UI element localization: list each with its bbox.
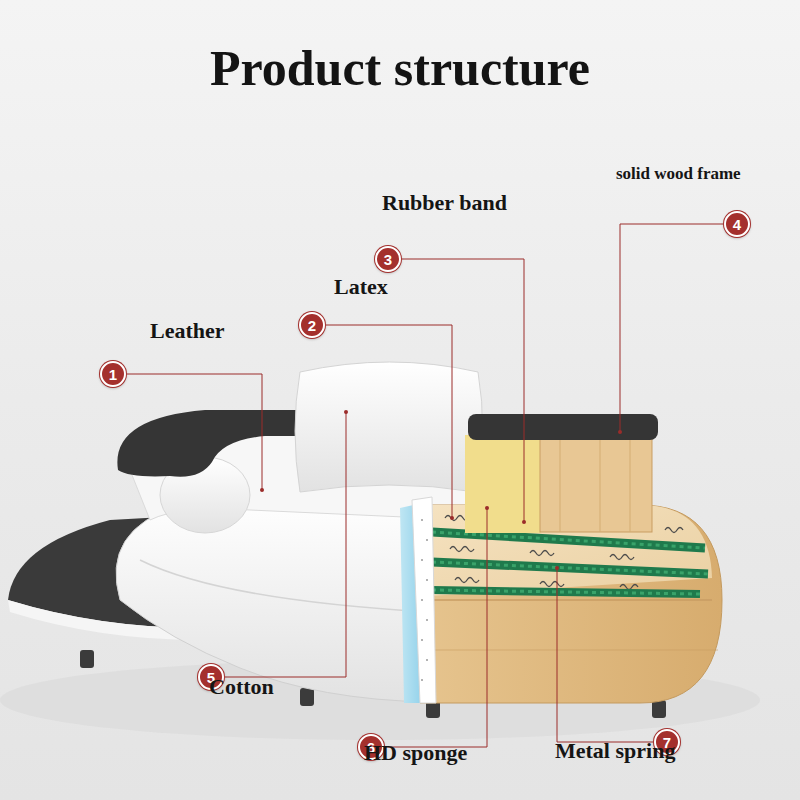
latex-layer xyxy=(412,497,436,703)
callout-circle: 7Metal spring xyxy=(654,729,680,755)
title: Product structure xyxy=(0,38,800,98)
callout-number: 2 xyxy=(308,318,316,333)
callout-circle: 2Latex xyxy=(299,312,325,338)
callout-number: 3 xyxy=(384,252,392,267)
callout-circle: 4solid wood frame xyxy=(724,211,750,237)
part-name: Metal spring xyxy=(555,738,675,764)
wood-frame-section xyxy=(420,505,722,703)
latex-holes xyxy=(421,519,428,681)
part-name: Leather xyxy=(150,318,225,344)
part-name: Cotton xyxy=(209,674,274,700)
pillow xyxy=(295,362,483,492)
back-top xyxy=(468,414,658,440)
leader-lines xyxy=(127,224,723,747)
frame-line xyxy=(430,599,712,601)
seat-seam xyxy=(140,560,430,612)
leader-dots xyxy=(260,410,622,570)
part-name: Rubber band xyxy=(382,190,507,216)
part-name: Latex xyxy=(334,274,388,300)
part-name: solid wood frame xyxy=(616,164,741,184)
callout-number: 4 xyxy=(733,217,741,232)
wood-grain xyxy=(560,432,630,532)
callout-circle: 1Leather xyxy=(100,361,126,387)
back-wood xyxy=(540,432,652,532)
sofa-seat xyxy=(116,499,430,702)
callout-circle: 5Cotton xyxy=(198,664,224,690)
callout-circle: 3Rubber band xyxy=(375,246,401,272)
callout-number: 1 xyxy=(109,367,117,382)
back-sponge xyxy=(465,435,541,533)
frame-line xyxy=(430,650,718,651)
part-name: HD sponge xyxy=(364,740,467,766)
callout-circle: 6HD sponge xyxy=(358,734,384,760)
rubber-bands xyxy=(432,532,708,594)
